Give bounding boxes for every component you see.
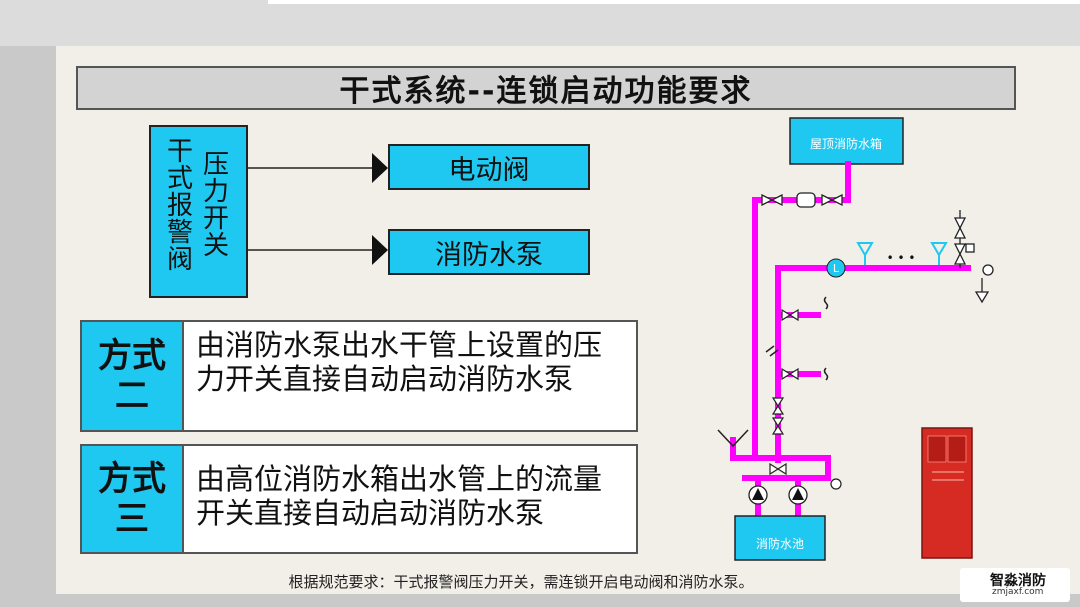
method-2-label: 方式 二 [82,322,184,430]
method-3-label-line2: 三 [115,499,149,539]
method-2-panel: 方式 二 由消防水泵出水干管上设置的压力开关直接自动启动消防水泵 [80,320,638,432]
branch-valves [769,308,799,476]
method-2-label-line2: 二 [115,376,149,416]
method-2-text: 由消防水泵出水干管上设置的压力开关直接自动启动消防水泵 [196,328,603,396]
electric-valve-box: 电动阀 [388,144,590,190]
footer-note: 根据规范要求：干式报警阀压力开关，需连锁开启电动阀和消防水泵。 [288,572,754,591]
pressure-gauge-icon [830,478,842,490]
end-test-assembly [953,210,994,304]
roof-tank [789,117,904,165]
method-3-label: 方式 三 [82,446,184,552]
watermark-name: 智淼消防 [990,573,1046,589]
fire-pool-label: 消防水池 [756,536,804,551]
alarm-valve-label: 干式报警阀 [166,137,193,275]
pressure-switch-label: 压力开关 [202,150,229,261]
fire-pool [734,515,826,561]
break-marks [765,296,829,381]
pumps [748,485,808,505]
method-3-label-line1: 方式 [98,459,166,499]
watermark-url: zmjaxf.com [992,587,1044,597]
flow-switch [826,258,846,278]
pump-adapter-icon [717,429,749,448]
top-valves [761,192,843,208]
control-cabinet [921,427,973,559]
slide-title: 干式系统--连锁启动功能要求 [76,66,1016,110]
window-top-bar [0,0,1080,46]
fire-pump-box: 消防水泵 [388,229,590,275]
alarm-valve-box: 干式报警阀 压力开关 [149,125,248,298]
watermark: 智淼消防 zmjaxf.com [960,568,1070,602]
flow-switch-symbol: L [833,262,840,275]
method-2-label-line1: 方式 [98,336,166,376]
ellipsis: • • • [887,251,916,265]
arrow-to-electric-valve [248,153,388,183]
roof-tank-label: 屋顶消防水箱 [810,136,882,151]
sprinkler-heads [856,242,948,265]
top-strip [268,0,1080,4]
method-3-text: 由高位消防水箱出水管上的流量开关直接自动启动消防水泵 [196,462,603,530]
arrow-to-fire-pump [248,235,388,265]
method-3-panel: 方式 三 由高位消防水箱出水管上的流量开关直接自动启动消防水泵 [80,444,638,554]
